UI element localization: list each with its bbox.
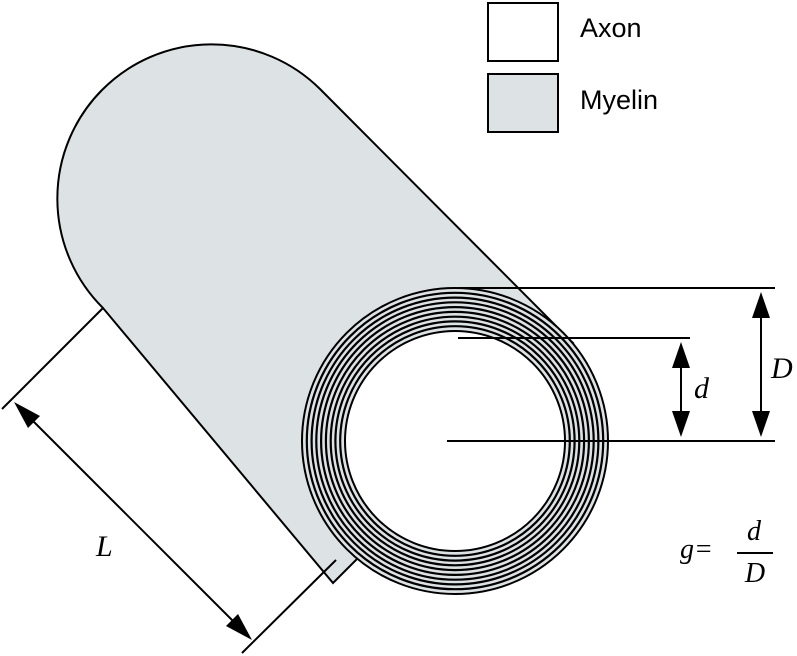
g-ratio-formula: g= d D [680, 516, 773, 589]
d-arrowhead-top [672, 342, 690, 368]
legend-label-myelin: Myelin [580, 85, 658, 115]
length-arrow-line [17, 405, 249, 637]
length-label: L [95, 530, 113, 563]
g-ratio-numerator: d [747, 516, 762, 547]
inner-diameter-dimension: d [672, 342, 710, 437]
g-ratio-lhs: g= [680, 534, 713, 565]
diameter-guides [447, 287, 775, 442]
outer-diameter-dimension: D [752, 292, 793, 437]
length-dimension: L [1, 307, 337, 654]
length-arrowhead-top [14, 402, 40, 428]
inner-diameter-label: d [694, 372, 710, 405]
length-arrowhead-bottom [226, 614, 252, 640]
D-arrowhead-bottom [752, 411, 770, 437]
legend-label-axon: Axon [580, 13, 642, 43]
D-arrowhead-top [752, 292, 770, 318]
d-arrowhead-bottom [672, 411, 690, 437]
legend-swatch-axon [487, 2, 559, 62]
outer-diameter-label: D [770, 352, 793, 385]
legend: Axon Myelin [487, 2, 658, 133]
legend-swatch-myelin [487, 73, 559, 133]
g-ratio-denominator: D [744, 558, 765, 589]
